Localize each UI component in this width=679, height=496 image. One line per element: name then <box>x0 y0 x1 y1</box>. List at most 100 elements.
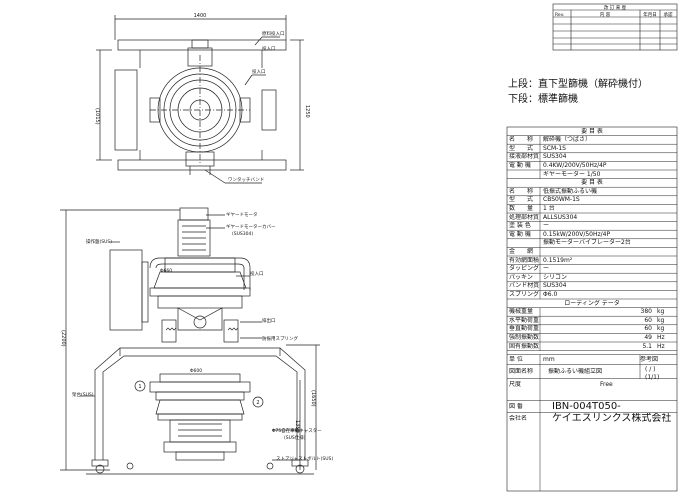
label-top-right-a: 原料投入口 <box>262 30 285 37</box>
spec-row-label: 金 網 <box>509 247 534 255</box>
spec-row-label: 接液部材質 <box>509 153 539 161</box>
label-caster-mat: (SUS仕様) <box>284 434 306 441</box>
label-caster: Φ75自在車輪キャスター <box>272 427 322 434</box>
drawing-no-label: 図 番 <box>509 403 523 411</box>
spec-row-label: 固有振動数 <box>509 342 539 350</box>
balloon-2: 2 <box>256 400 259 406</box>
spec-row-value: 60 <box>644 325 652 333</box>
revision-col-approver: 承認 <box>664 11 673 18</box>
spec-row-value: 1 台 <box>543 204 555 212</box>
spec-row-label: 有効網面積 <box>509 256 539 264</box>
revision-block <box>552 3 678 51</box>
label-control: 操作盤(SUS) <box>86 238 112 245</box>
spec-row-label: 型 式 <box>509 196 534 204</box>
spec-row-value: ALLSUS304 <box>543 213 578 221</box>
company-label: 会社名 <box>509 415 528 423</box>
spec-row-label: パッキン <box>509 273 533 281</box>
label-motor-cover-mat: (SUS304) <box>232 231 253 237</box>
label-motor: ギヤードモータ <box>226 211 258 218</box>
unit-label: 単 位 <box>509 356 523 364</box>
spec-row-label: バンド材質 <box>509 282 539 290</box>
spec-row-value: 0.1519m² <box>543 256 573 264</box>
spec-row-label: タッピング <box>509 265 539 273</box>
spec-row-value: 0.4KW/200V/50Hz/4P <box>543 161 607 169</box>
spec-row-value: 振動モーターバイブレーター2台 <box>543 239 631 247</box>
label-motor-cover: ギヤードモーターカバー <box>226 223 276 230</box>
ref-label: 参考図 <box>640 356 659 364</box>
sheet-value2: (1/1) <box>645 374 660 382</box>
label-inlet: 投入口 <box>252 68 266 75</box>
company-name: ケイエスリンクス株式会社 <box>552 412 672 424</box>
drawing-number: IBN-004T050- <box>552 400 621 412</box>
spec-row-value: 380 <box>640 308 652 316</box>
front-view <box>60 207 320 475</box>
spec-row-value: SUS304 <box>543 282 567 290</box>
spec-row-unit: Hz <box>657 342 665 350</box>
dim-height-right: 1250 <box>304 105 310 118</box>
spec-row-unit: kg <box>657 308 665 316</box>
dim-height-left: (1015) <box>94 108 100 125</box>
spec-row-label: スプリング <box>509 290 539 298</box>
spec-row-value: SCM-1S <box>543 144 566 152</box>
balloon-1: 1 <box>138 384 141 390</box>
spec-table-grid <box>506 126 678 492</box>
revision-col-date: 年月日 <box>643 11 657 18</box>
spec-row-label: 型 式 <box>509 144 534 152</box>
revision-col-rev: Rev. <box>555 12 564 18</box>
spec-row-unit: kg <box>657 325 665 333</box>
spec-row-unit: kg <box>657 316 665 324</box>
spec-row-value: ー <box>543 265 550 273</box>
drawing-name: 振動ふるい機組立図 <box>548 368 603 376</box>
spec-row-value: 0.15kW/200V/50Hz/4P <box>543 230 611 238</box>
dim-600: Φ600 <box>190 368 202 374</box>
scale-label: 尺度 <box>509 381 522 389</box>
spec-section-heading: 要 目 表 <box>581 179 603 187</box>
dim-height-lower: (1650) <box>310 390 316 407</box>
title-lower: 下段：標準篩機 <box>508 92 578 105</box>
spec-row-label: 強制振動数 <box>509 333 539 341</box>
spec-row-label: 機械重量 <box>509 308 534 316</box>
label-outlet: 排出口 <box>262 317 276 324</box>
revision-heading: 改 訂 来 歴 <box>604 4 627 11</box>
spec-row-label: 名 称 <box>509 136 534 144</box>
sheet-value: ( / ) <box>645 366 656 374</box>
spec-row-value: 60 <box>644 316 652 324</box>
spec-row-label: 垂直動荷重 <box>509 325 539 333</box>
spec-row-value: Φ6.0 <box>543 290 558 298</box>
label-clamp: ワンタッチバンド <box>228 176 264 183</box>
label-top-right-b: 投入口 <box>262 45 276 52</box>
spec-row-value: ー <box>543 222 550 230</box>
scale-value: Free <box>600 381 613 389</box>
spec-section-heading: 要 目 表 <box>581 127 603 135</box>
spec-row-value: 低振式振動ふるい機 <box>543 187 598 195</box>
spec-row-label: 電 動 機 <box>509 230 531 238</box>
spec-row-label: 電 動 機 <box>509 161 531 169</box>
spec-row-value: 49 <box>644 333 652 341</box>
unit-value: mm <box>543 356 555 364</box>
revision-col-content: 内 容 <box>600 11 611 18</box>
spec-row-label: 水平動荷重 <box>509 316 539 324</box>
label-spring: 防振用スプリング <box>262 335 298 342</box>
title-upper: 上段：直下型篩機（解砕機付） <box>508 77 648 90</box>
spec-row-label: 数 量 <box>509 204 534 212</box>
spec-row-unit: Hz <box>657 333 665 341</box>
label-frame: 架台(SUS) <box>72 391 94 398</box>
spec-row-value: シリコン <box>543 273 568 281</box>
dim-height-lower2: 1350 <box>294 420 300 433</box>
spec-row-value: 5.1 <box>642 342 652 350</box>
spec-row-label: 塗 装 色 <box>509 222 531 230</box>
label-adjuster: ストアジャストボルト(SUS) <box>276 455 333 462</box>
spec-row-label: 名 称 <box>509 187 534 195</box>
label-inlet2: 投入口 <box>250 270 264 277</box>
spec-row-label: 処理部材質 <box>509 213 539 221</box>
dim-height-total: (2200) <box>60 330 66 347</box>
dim-width: 1400 <box>194 13 207 19</box>
spec-row-value: ギヤーモーター 1/50 <box>543 170 601 178</box>
top-view <box>96 15 304 184</box>
spec-row-value: CBS0WM-1S <box>543 196 580 204</box>
drawing-name-label: 図面名称 <box>509 368 534 376</box>
spec-section-heading: ローディング データ <box>564 299 620 307</box>
spec-row-value: SUS304 <box>543 153 567 161</box>
dim-660: Φ660 <box>160 268 172 274</box>
